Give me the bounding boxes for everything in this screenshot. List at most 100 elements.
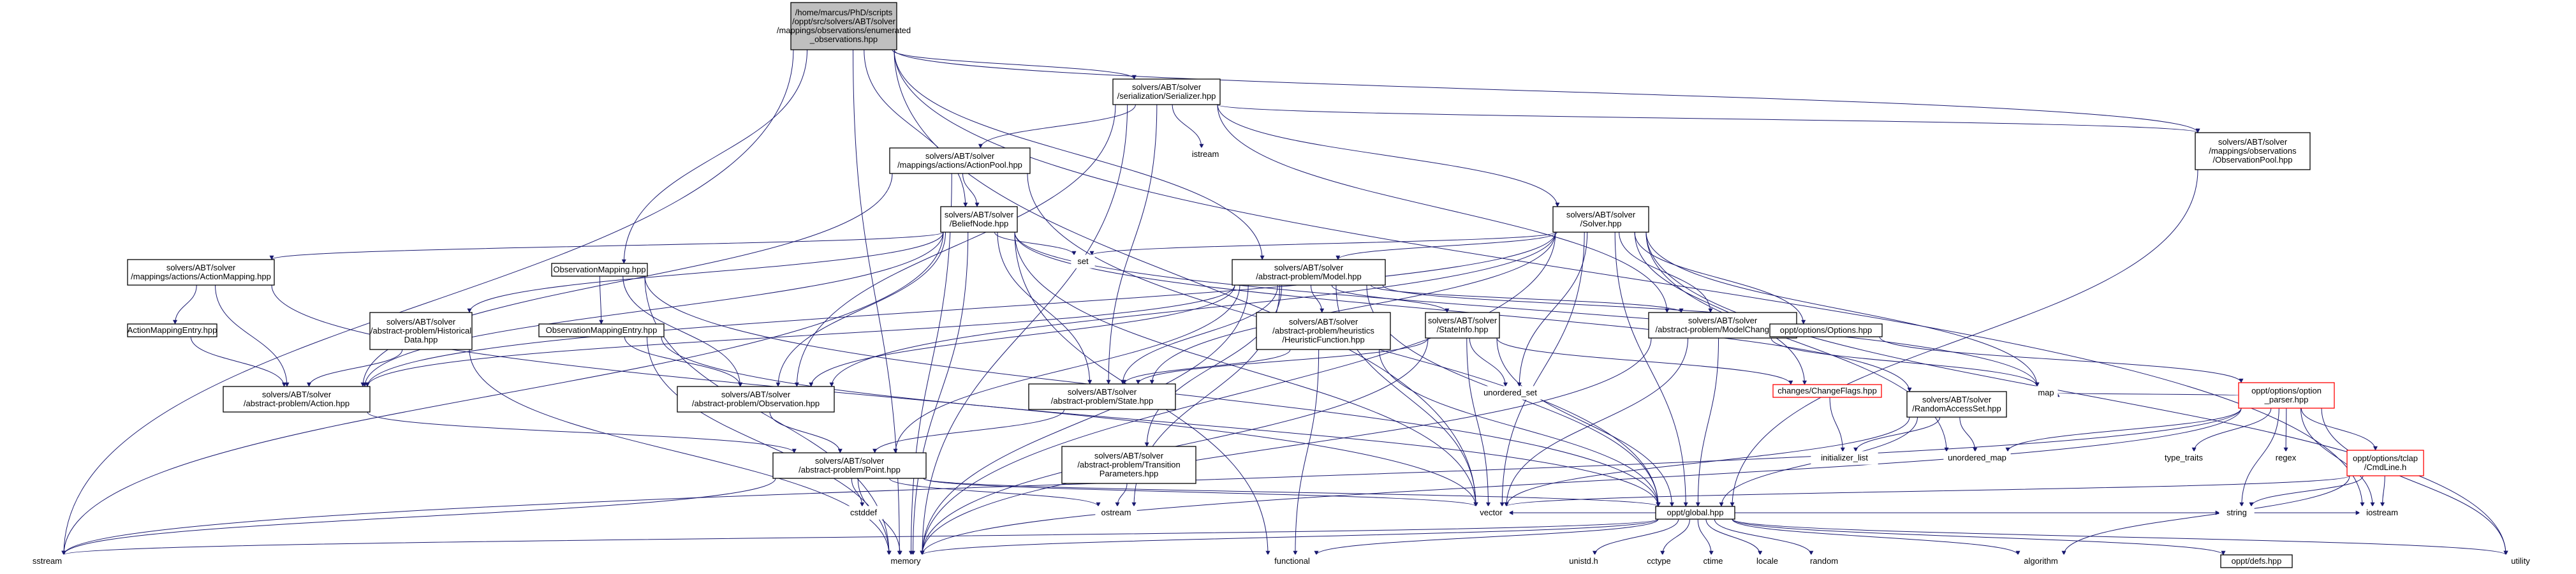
node-functional[interactable]: functional (1265, 554, 1320, 568)
node-global[interactable]: oppt/global.hpp (1655, 506, 1735, 520)
node-solver[interactable]: solvers/ABT/solver/Solver.hpp (1552, 206, 1649, 233)
node-ostream[interactable]: ostream (1095, 506, 1137, 520)
edge-action-to-point (367, 411, 797, 453)
node-stateinfo-label-line: solvers/ABT/solver (1428, 316, 1498, 325)
node-actionpool-label-line: solvers/ABT/solver (925, 151, 995, 161)
node-istream-label-line: istream (1192, 149, 1219, 159)
node-sstream[interactable]: sstream (27, 554, 67, 568)
node-cctype[interactable]: cctype (1641, 554, 1677, 568)
node-randomaccess-label-line: solvers/ABT/solver (1922, 395, 1992, 404)
node-unistd-label-line: unistd.h (1569, 556, 1598, 566)
node-obsmapping[interactable]: ObservationMapping.hpp (551, 263, 648, 277)
node-beliefnode[interactable]: solvers/ABT/solver/BeliefNode.hpp (940, 206, 1018, 233)
node-vector[interactable]: vector (1473, 506, 1510, 520)
node-options-label-line: oppt/options/Options.hpp (1780, 325, 1873, 335)
node-model-label-line: solvers/ABT/solver (1274, 263, 1344, 272)
node-options[interactable]: oppt/options/Options.hpp (1769, 323, 1883, 337)
node-set-label-line: set (1077, 256, 1089, 266)
node-tclap-box (2346, 450, 2424, 476)
edge-beliefnode-to-historical (467, 232, 944, 313)
node-unordered_set[interactable]: unordered_set (1479, 386, 1542, 400)
node-root[interactable]: /home/marcus/PhD/scripts/oppt/src/solver… (777, 2, 911, 50)
edge-stateinfo-to-global (1496, 337, 1674, 507)
node-locale[interactable]: locale (1750, 554, 1785, 568)
node-root-label-line: /oppt/src/solvers/ABT/solver (792, 17, 895, 26)
edge-root-to-obsmapping (621, 49, 808, 264)
edge-root-to-sstream (61, 49, 794, 556)
node-ostream-label-line: ostream (1101, 508, 1131, 517)
node-utility[interactable]: utility (2503, 554, 2538, 568)
node-map[interactable]: map (2034, 386, 2058, 400)
node-point[interactable]: solvers/ABT/solver/abstract-problem/Poin… (772, 452, 927, 479)
node-tclap[interactable]: oppt/options/tclap/CmdLine.h (2346, 450, 2424, 476)
node-serializer[interactable]: solvers/ABT/solver/serialization/Seriali… (1112, 78, 1221, 105)
node-algorithm[interactable]: algorithm (2015, 554, 2067, 568)
node-transition-label-line: Parameters.hpp (1100, 469, 1159, 478)
node-root-label-line: /mappings/observations/enumerated (777, 26, 911, 35)
edge-actionmappingentry-to-action (190, 336, 286, 387)
node-obspool[interactable]: solvers/ABT/solver/mappings/observations… (2195, 132, 2311, 170)
node-optionparser[interactable]: oppt/options/option_parser.hpp (2238, 382, 2335, 409)
node-observation[interactable]: solvers/ABT/solver/abstract-problem/Obse… (677, 386, 835, 413)
node-model-label-line: /abstract-problem/Model.hpp (1256, 272, 1361, 281)
node-action[interactable]: solvers/ABT/solver/abstract-problem/Acti… (223, 386, 371, 413)
node-tclap-label-line: /CmdLine.h (2364, 462, 2406, 472)
edge-model-to-heuristic (1310, 284, 1325, 313)
node-action-label-line: solvers/ABT/solver (262, 390, 332, 399)
node-observation-box (677, 386, 835, 413)
edge-actionmapping-to-action (215, 284, 290, 387)
node-serializer-box (1112, 78, 1221, 105)
node-iostream[interactable]: iostream (2359, 506, 2405, 520)
edge-solver-to-model (1336, 232, 1557, 260)
node-historical-box (369, 312, 473, 350)
edge-transition-to-ostream (1115, 483, 1128, 507)
node-stateinfo[interactable]: solvers/ABT/solver/StateInfo.hpp (1425, 312, 1500, 339)
node-transition-label-line: solvers/ABT/solver (1094, 451, 1164, 460)
node-set[interactable]: set (1071, 254, 1095, 269)
node-observation-label-line: /abstract-problem/Observation.hpp (692, 399, 820, 408)
node-istream-box (1187, 147, 1224, 161)
node-string[interactable]: string (2219, 506, 2255, 520)
node-cstddef[interactable]: cstddef (844, 506, 883, 520)
edge-solver-to-set (1089, 232, 1556, 256)
node-transition[interactable]: solvers/ABT/solver/abstract-problem/Tran… (1061, 446, 1196, 484)
node-actionmapping[interactable]: solvers/ABT/solver/mappings/actions/Acti… (127, 259, 275, 286)
node-unordered_set-label-line: unordered_set (1483, 388, 1537, 397)
node-actionmappingentry[interactable]: ActionMappingEntry.hpp (127, 323, 217, 337)
node-layer: /home/marcus/PhD/scripts/oppt/src/solver… (27, 2, 2538, 568)
node-random[interactable]: random (1804, 554, 1844, 568)
edge-solver-to-state (1149, 232, 1556, 385)
edge-randomaccess-to-vector (1504, 416, 1910, 507)
edge-beliefnode-to-memory (911, 232, 969, 556)
node-initlist[interactable]: initializer_list (1811, 451, 1878, 465)
node-utility-box (2503, 554, 2538, 568)
node-random-label-line: random (1810, 556, 1838, 566)
node-changeflags[interactable]: changes/ChangeFlags.hpp (1772, 384, 1882, 398)
node-unordered_map[interactable]: unordered_map (1943, 451, 2011, 465)
edge-optionparser-to-string (2239, 408, 2279, 507)
node-randomaccess[interactable]: solvers/ABT/solver/RandomAccessSet.hpp (1906, 391, 2007, 418)
node-obsmappingentry[interactable]: ObservationMappingEntry.hpp (538, 323, 665, 337)
edge-serializer-to-obspool (1217, 104, 2200, 133)
node-regex[interactable]: regex (2270, 451, 2302, 465)
node-defs-box (2220, 554, 2293, 568)
edge-global-to-ctime (1697, 519, 1714, 556)
edge-global-to-random (1714, 519, 1814, 556)
node-defs[interactable]: oppt/defs.hpp (2220, 554, 2293, 568)
node-memory[interactable]: memory (886, 554, 925, 568)
edge-heuristic-to-state (1122, 349, 1291, 385)
edge-solver-to-memory (920, 232, 1556, 556)
node-map-box (2034, 386, 2058, 400)
edge-point-to-sstream (61, 478, 776, 556)
node-unistd[interactable]: unistd.h (1562, 554, 1605, 568)
node-actionpool[interactable]: solvers/ABT/solver/mappings/actions/Acti… (889, 147, 1031, 174)
node-heuristic[interactable]: solvers/ABT/solver/abstract-problem/heur… (1256, 312, 1391, 350)
edge-modelchange-to-vector (1504, 337, 1689, 507)
node-historical[interactable]: solvers/ABT/solver/abstract-problem/Hist… (369, 312, 473, 350)
edge-model-to-observation (809, 284, 1235, 387)
node-istream[interactable]: istream (1187, 147, 1224, 161)
node-ctime[interactable]: ctime (1697, 554, 1729, 568)
node-state[interactable]: solvers/ABT/solver/abstract-problem/Stat… (1028, 383, 1176, 410)
node-type_traits[interactable]: type_traits (2156, 451, 2211, 465)
node-model[interactable]: solvers/ABT/solver/abstract-problem/Mode… (1232, 259, 1386, 286)
